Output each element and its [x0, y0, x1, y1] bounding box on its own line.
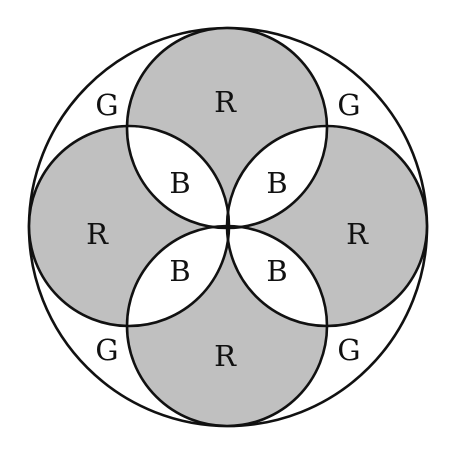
label-b-upper-left: B	[169, 166, 190, 200]
label-g-top-right: G	[337, 88, 360, 122]
label-r-left: R	[86, 217, 109, 251]
lens-lower-right	[227, 226, 327, 326]
label-g-bottom-left: G	[95, 333, 118, 367]
label-r-right: R	[346, 217, 369, 251]
label-g-bottom-right: G	[337, 333, 360, 367]
label-b-upper-right: B	[266, 166, 287, 200]
circle-outlines	[27, 26, 429, 428]
label-b-lower-left: B	[169, 254, 190, 288]
lens-lower-left	[127, 226, 229, 326]
label-r-bottom: R	[214, 339, 237, 373]
label-r-top: R	[214, 85, 237, 119]
label-b-lower-right: B	[266, 254, 287, 288]
label-g-top-left: G	[95, 88, 118, 122]
lens-upper-right	[227, 126, 327, 228]
